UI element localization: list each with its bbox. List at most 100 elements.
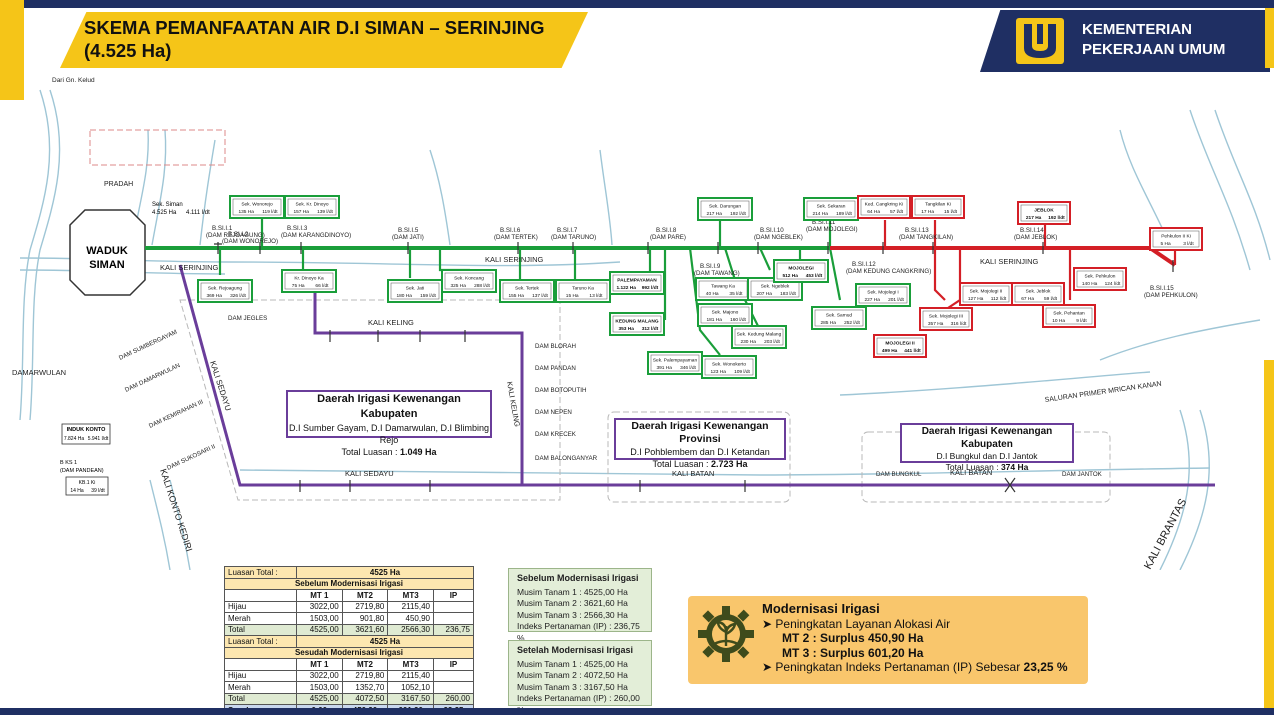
section-area: 135 Ha xyxy=(238,209,254,215)
section-name: Kr. Dinoyo Ka xyxy=(294,276,324,282)
bend-dam-name: (DAM JATI) xyxy=(392,234,424,241)
provinsi-area-label: Total Luasan : xyxy=(652,459,711,469)
value-cell xyxy=(432,681,475,694)
dam-sedayu-label: DAM DAMARWULAN xyxy=(124,362,181,394)
section-area: 127 Ha xyxy=(968,296,984,302)
section-area: 230 Ha xyxy=(740,339,756,345)
dam-keling-label: DAM BOTOPUTIH xyxy=(535,387,586,394)
column-header: IP xyxy=(432,589,475,602)
section-flow: 441 l/dt xyxy=(904,348,921,354)
section-flow: 189 l/dt xyxy=(836,211,852,217)
section-area: 227 Ha xyxy=(864,297,880,303)
dam-keling-label: DAM BLORAH xyxy=(535,343,576,350)
kabupaten-1-area: 1.049 Ha xyxy=(400,447,437,457)
section-name: Sek. Sekaran xyxy=(817,204,846,210)
value-cell: 2566,30 xyxy=(387,623,434,636)
kabupaten-box-1: Daerah Irigasi Kewenangan Kabupaten D.I … xyxy=(286,390,492,457)
bend-code: B.SI.I.9 xyxy=(700,263,721,270)
dam-sedayu-label: DAM SUKOSARI II xyxy=(166,443,217,472)
value-cell: 2719,80 xyxy=(341,600,389,613)
induk-konto-name: INDUK KONTO xyxy=(67,427,106,433)
summary-after-line-1: Musim Tanam 1 : 4525,00 Ha xyxy=(517,658,628,669)
column-header: MT2 xyxy=(341,589,389,602)
river-kali-batan: KALI BATAN xyxy=(672,469,714,478)
section-flow: 9 l/dt xyxy=(1076,318,1087,324)
bend-dam-name: (DAM KARANGDINOYO) xyxy=(281,232,351,239)
bend-code: B.SI.I.6 xyxy=(500,227,521,234)
weir-markers xyxy=(214,242,1174,493)
dam-jantok-label: DAM JANTOK xyxy=(1062,471,1103,478)
value-cell xyxy=(432,669,475,682)
section-flow: 112 l/dt xyxy=(991,296,1007,302)
value-cell: 3022,00 xyxy=(296,600,343,613)
siman-name: Sek. Siman xyxy=(152,202,183,208)
bend-code: B.SI.I.7 xyxy=(557,227,578,234)
section-area: 499 Ha xyxy=(882,348,898,354)
bend-code: B.SI.I.12 xyxy=(852,261,876,268)
dam-keling-label: DAM NEPEN xyxy=(535,409,572,416)
dam-jegles-label: DAM JEGLES xyxy=(228,315,267,322)
section-area: 357 Ha xyxy=(928,321,944,327)
kabupaten-box-2: Daerah Irigasi Kewenangan Kabupaten D.I … xyxy=(900,423,1074,472)
river-kali-serinjing-2: KALI SERINJING xyxy=(485,255,544,264)
kabupaten-2-title: Daerah Irigasi Kewenangan Kabupaten xyxy=(921,426,1053,450)
section-flow: 252 l/dt xyxy=(844,320,860,326)
section-flow: 35 l/dt xyxy=(729,291,743,297)
section-name: JEBLOK xyxy=(1034,208,1054,214)
modernisasi-bullet-1: Peningkatan Layanan Alokasi Air xyxy=(775,616,951,631)
kb-area: 14 Ha xyxy=(70,488,84,494)
section-flow: 346 l/dt xyxy=(680,365,696,371)
value-cell: 260,00 xyxy=(432,692,475,705)
section-area: 217 Ha xyxy=(706,211,722,217)
section-name: Sek. Samud xyxy=(826,313,852,319)
bend-dam-name: (DAM REJOAGUNG) xyxy=(206,232,265,239)
red-branches xyxy=(883,220,1177,311)
bend-code: B.SI.I.3 xyxy=(287,225,308,232)
ministry-line-1: KEMENTERIAN xyxy=(1082,21,1193,38)
value-cell: 236,75 xyxy=(432,623,475,636)
induk-konto-area: 7.824 Ha xyxy=(64,436,85,442)
section-name: Sek. Mojolegi I xyxy=(867,290,898,296)
summary-after-line-2: Musim Tanam 2 : 4072,50 Ha xyxy=(517,670,628,680)
row-label: Merah xyxy=(223,681,298,694)
value-cell: 2719,80 xyxy=(341,669,389,682)
section-name: Sek. Ngeblek xyxy=(761,284,790,290)
section-area: 5 Ha xyxy=(1161,241,1171,247)
provinsi-box: Daerah Irigasi Kewenangan Provinsi D.I P… xyxy=(614,418,786,469)
section-flow: 137 l/dt xyxy=(532,293,548,299)
section-area: 207 Ha xyxy=(756,291,772,297)
top-navy-bar xyxy=(0,0,1274,8)
section-flow: 139 l/dt xyxy=(317,209,333,215)
waduk-label-2: SIMAN xyxy=(89,259,125,271)
ministry-logo-icon xyxy=(1016,18,1064,64)
dam-bungkul-label: DAM BUNGKUL xyxy=(876,471,922,478)
value-cell: 1503,00 xyxy=(296,612,343,625)
summary-after: Setelah Modernisasi Irigasi Musim Tanam … xyxy=(508,640,652,715)
kabupaten-2-area-label: Total Luasan : xyxy=(945,462,1001,472)
row-label: Merah xyxy=(223,612,298,625)
bend-code: B.SI.I.15 xyxy=(1150,285,1174,292)
section-area: 217 Ha xyxy=(1026,215,1042,221)
section-flow: 160 l/dt xyxy=(730,317,746,323)
section-flow: 13 l/dt xyxy=(589,293,603,299)
irrigation-scheme-map: WADUK SIMAN xyxy=(12,77,1271,570)
section-name: Sek. Majono xyxy=(712,310,739,316)
kabupaten-2-area: 374 Ha xyxy=(1000,462,1029,472)
section-area: 75 Ha xyxy=(292,283,305,289)
right-yellow-band xyxy=(1264,360,1274,715)
row-label: Total xyxy=(223,623,298,636)
page-title: SKEMA PEMANFAATAN AIR D.I SIMAN – SERINJ… xyxy=(84,17,545,61)
